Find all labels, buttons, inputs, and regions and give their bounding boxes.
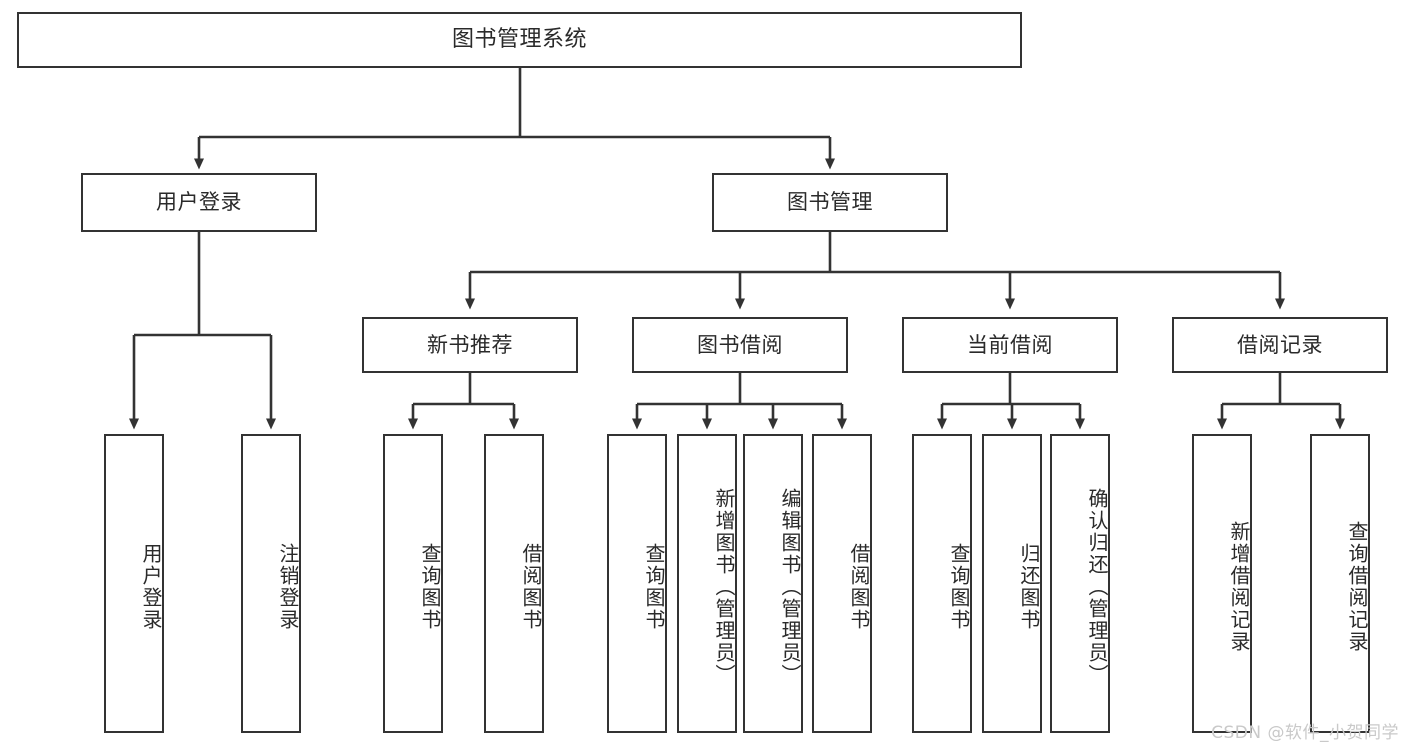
leaf-new-book-borrow-books[interactable]: 借阅图书 [484, 434, 544, 733]
node-label: 查询图书 [947, 542, 971, 631]
node-root-book-management-system[interactable]: 图书管理系统 [17, 12, 1022, 68]
node-label: 查询图书 [642, 542, 666, 631]
node-current-borrow[interactable]: 当前借阅 [902, 317, 1118, 373]
leaf-book-borrow-add-book-admin[interactable]: 新增图书（管理员） [677, 434, 737, 733]
leaf-book-borrow-query-books[interactable]: 查询图书 [607, 434, 667, 733]
leaf-user-login-login[interactable]: 用户登录 [104, 434, 164, 733]
leaf-current-borrow-confirm-return-admin[interactable]: 确认归还（管理员） [1050, 434, 1110, 733]
node-label: 查询借阅记录 [1345, 520, 1369, 653]
leaf-book-borrow-borrow-books[interactable]: 借阅图书 [812, 434, 872, 733]
leaf-user-login-logout[interactable]: 注销登录 [241, 434, 301, 733]
node-label: 新增借阅记录 [1227, 520, 1251, 653]
leaf-current-borrow-return-books[interactable]: 归还图书 [982, 434, 1042, 733]
node-book-management[interactable]: 图书管理 [712, 173, 948, 232]
node-user-login[interactable]: 用户登录 [81, 173, 317, 232]
node-label: 借阅图书 [519, 542, 543, 631]
node-label: 图书借阅 [697, 332, 783, 357]
node-label: 用户登录 [156, 190, 242, 215]
leaf-book-borrow-edit-book-admin[interactable]: 编辑图书（管理员） [743, 434, 803, 733]
node-label: 图书管理系统 [451, 27, 587, 53]
node-label: 借阅图书 [847, 542, 871, 631]
leaf-current-borrow-query-books[interactable]: 查询图书 [912, 434, 972, 733]
node-label: 查询图书 [418, 542, 442, 631]
node-label: 借阅记录 [1237, 332, 1323, 357]
node-label: 用户登录 [139, 542, 163, 631]
node-label: 确认归还（管理员） [1085, 487, 1109, 686]
node-label: 注销登录 [276, 542, 300, 631]
leaf-borrow-record-add-record[interactable]: 新增借阅记录 [1192, 434, 1252, 733]
csdn-watermark: CSDN @软件_小贺同学 [1211, 723, 1399, 743]
node-label: 新书推荐 [427, 332, 513, 357]
leaf-new-book-query-books[interactable]: 查询图书 [383, 434, 443, 733]
node-borrow-record[interactable]: 借阅记录 [1172, 317, 1388, 373]
node-label: 图书管理 [787, 190, 873, 215]
node-label: 新增图书（管理员） [712, 487, 736, 686]
node-book-borrow[interactable]: 图书借阅 [632, 317, 848, 373]
node-label: 当前借阅 [967, 332, 1053, 357]
node-label: 归还图书 [1017, 542, 1041, 631]
node-new-book-recommendation[interactable]: 新书推荐 [362, 317, 578, 373]
leaf-borrow-record-query-record[interactable]: 查询借阅记录 [1310, 434, 1370, 733]
node-label: 编辑图书（管理员） [778, 487, 802, 686]
